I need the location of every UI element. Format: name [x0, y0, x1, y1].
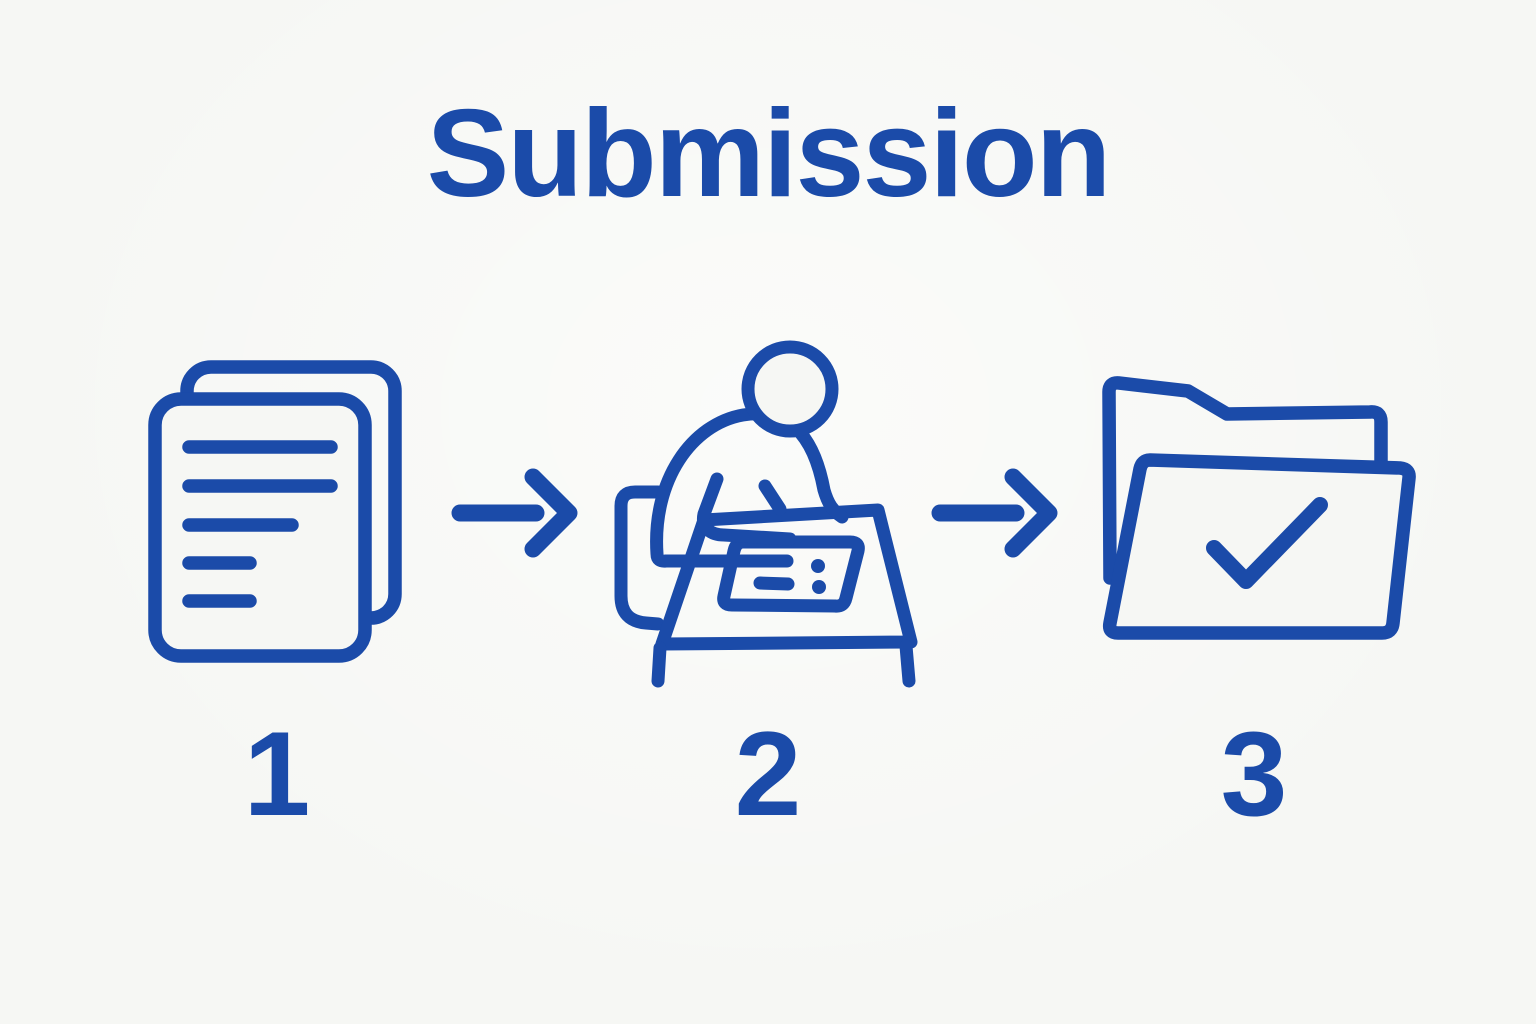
chair	[614, 485, 665, 631]
paper-dot	[811, 559, 825, 573]
documents-icon	[148, 360, 402, 663]
desk-legs	[651, 639, 916, 688]
arm	[697, 472, 797, 546]
step-number-2: 2	[734, 707, 802, 841]
folder-back	[1102, 376, 1388, 585]
paper-dash	[753, 576, 795, 591]
diagram-title: Submission	[426, 85, 1112, 223]
folder-front	[1102, 453, 1416, 640]
folder-check-icon	[1102, 376, 1416, 640]
paper-dot	[812, 580, 826, 594]
step-number-1: 1	[243, 707, 311, 841]
step-number-3: 3	[1220, 707, 1288, 841]
text-lines	[182, 440, 338, 608]
arrow-right-icon	[931, 468, 1058, 558]
person-writing-icon	[614, 340, 918, 688]
check-icon	[1206, 497, 1328, 589]
pen	[758, 479, 787, 516]
head	[741, 340, 839, 438]
paper	[717, 535, 865, 613]
torso	[650, 407, 849, 568]
arrow-right-icon	[451, 468, 578, 558]
desk-top	[655, 503, 918, 651]
